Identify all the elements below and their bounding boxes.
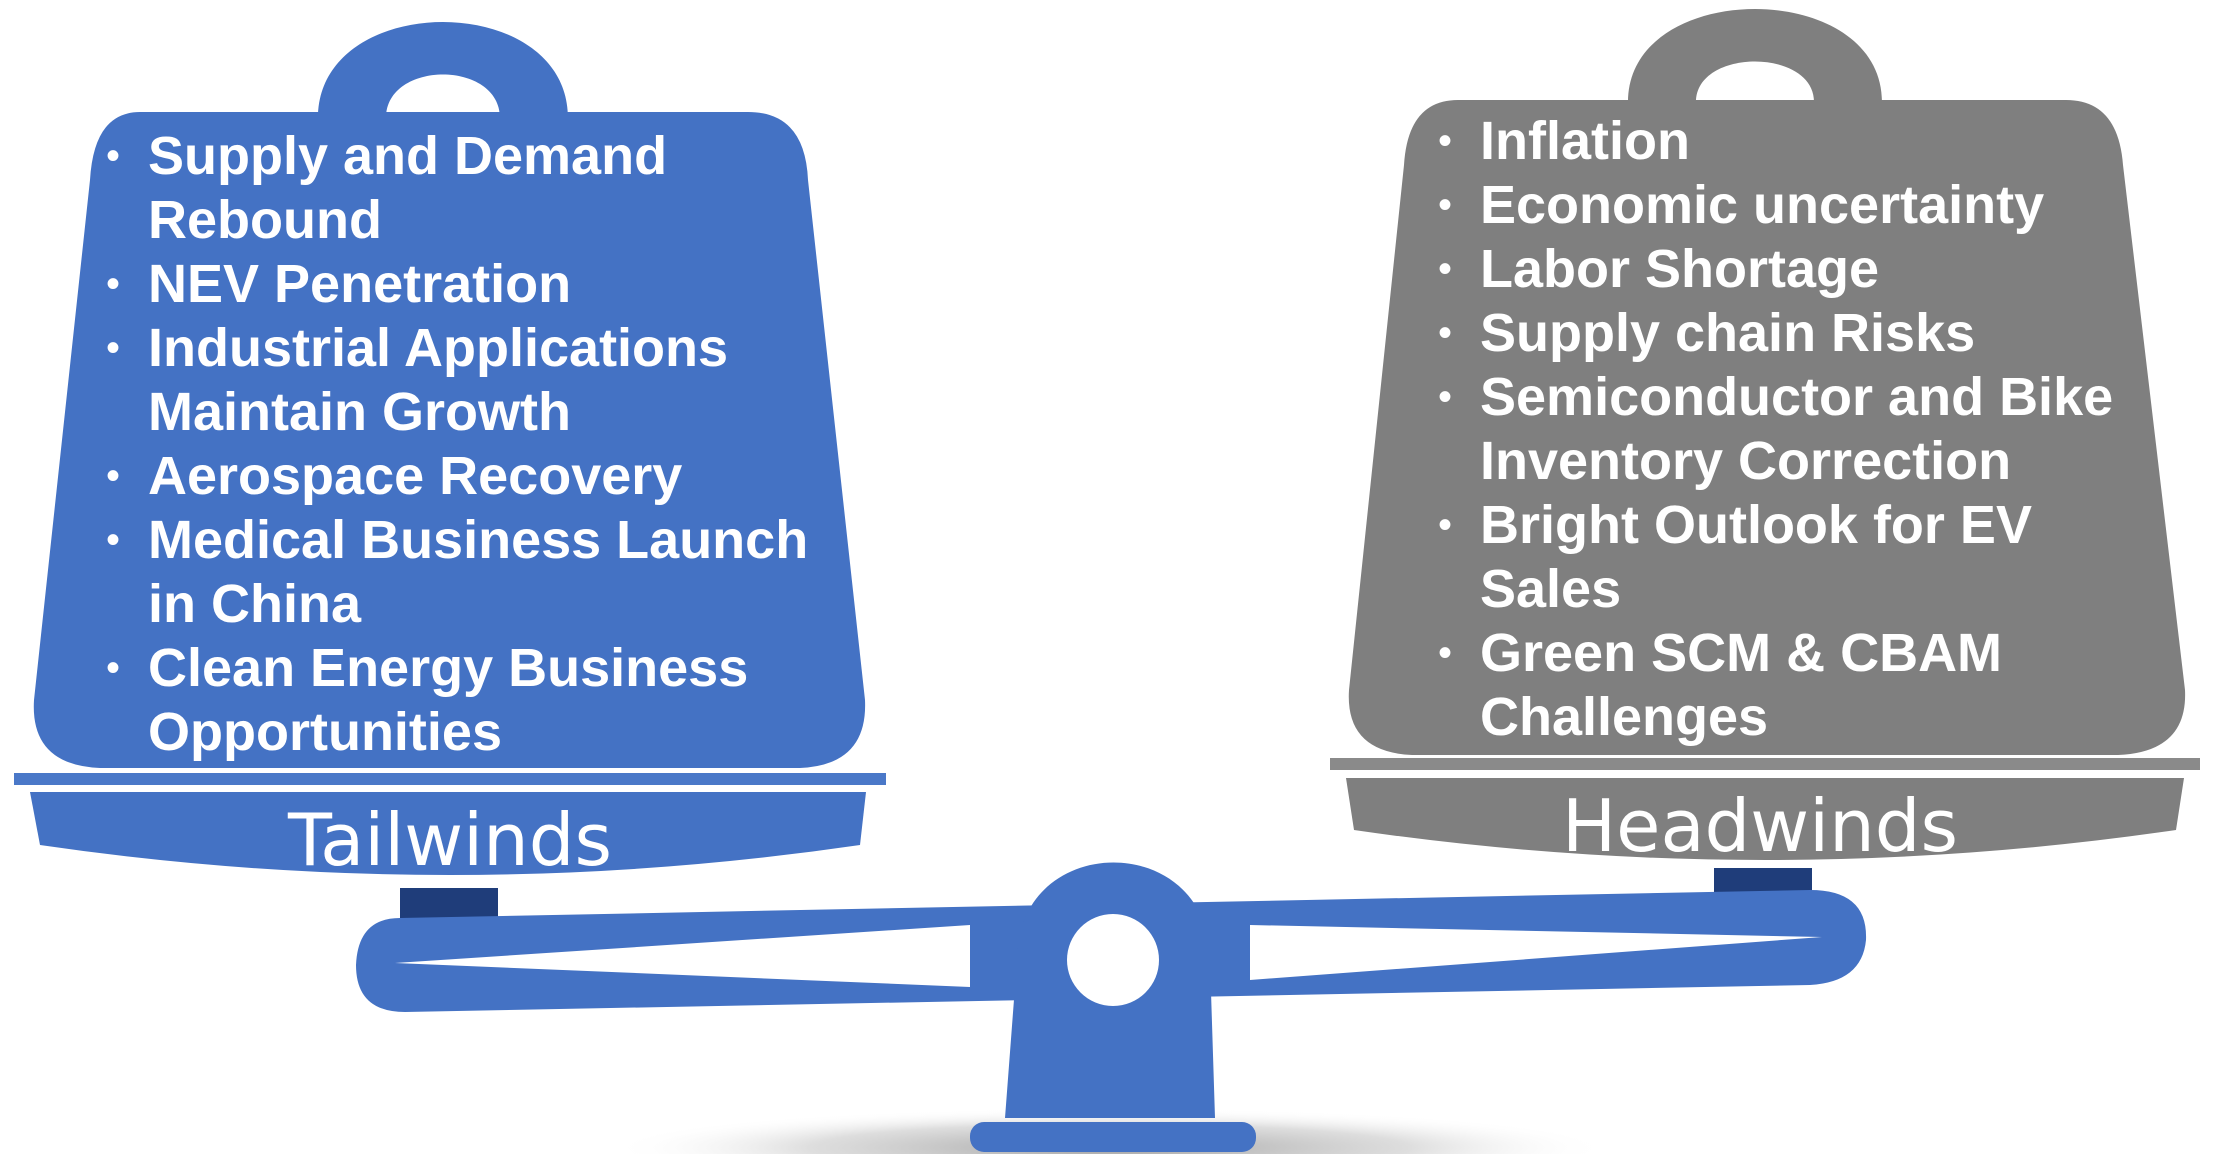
headwinds-pan-top — [1330, 758, 2200, 770]
headwinds-item: Inflation — [1438, 109, 2138, 173]
tailwinds-handle — [318, 22, 568, 118]
headwinds-label: Headwinds — [1562, 784, 1958, 868]
headwinds-list: Inflation Economic uncertainty Labor Sho… — [1438, 109, 2138, 749]
headwinds-item: Labor Shortage — [1438, 237, 2138, 301]
headwinds-handle — [1628, 9, 1882, 102]
headwinds-item: Supply chain Risks — [1438, 301, 2138, 365]
tailwinds-item: NEV Penetration — [106, 252, 826, 316]
headwinds-item: Green SCM & CBAM Challenges — [1438, 621, 2138, 749]
headwinds-item: Bright Outlook for EV Sales — [1438, 493, 2138, 621]
tailwinds-item: Clean Energy Business Opportunities — [106, 636, 826, 764]
tailwinds-stem — [400, 888, 498, 920]
headwinds-item: Semiconductor and Bike Inventory Correct… — [1438, 365, 2138, 493]
pivot-hole — [1067, 914, 1159, 1006]
headwinds-item: Economic uncertainty — [1438, 173, 2138, 237]
beam-slit-right — [1250, 925, 1822, 980]
headwinds-pan-base — [1346, 778, 2184, 860]
tailwinds-item: Aerospace Recovery — [106, 444, 826, 508]
tailwinds-item: Industrial Applications Maintain Growth — [106, 316, 826, 444]
fulcrum-base — [970, 1122, 1256, 1152]
tailwinds-pan-base — [30, 792, 866, 875]
fulcrum — [970, 862, 1256, 1152]
tailwinds-list: Supply and Demand Rebound NEV Penetratio… — [106, 124, 826, 764]
beam-slit-left — [395, 925, 970, 987]
tailwinds-item: Medical Business Launch in China — [106, 508, 826, 636]
tailwinds-pan-top — [14, 773, 886, 785]
tailwinds-label: Tailwinds — [288, 798, 612, 882]
tailwinds-item: Supply and Demand Rebound — [106, 124, 826, 252]
